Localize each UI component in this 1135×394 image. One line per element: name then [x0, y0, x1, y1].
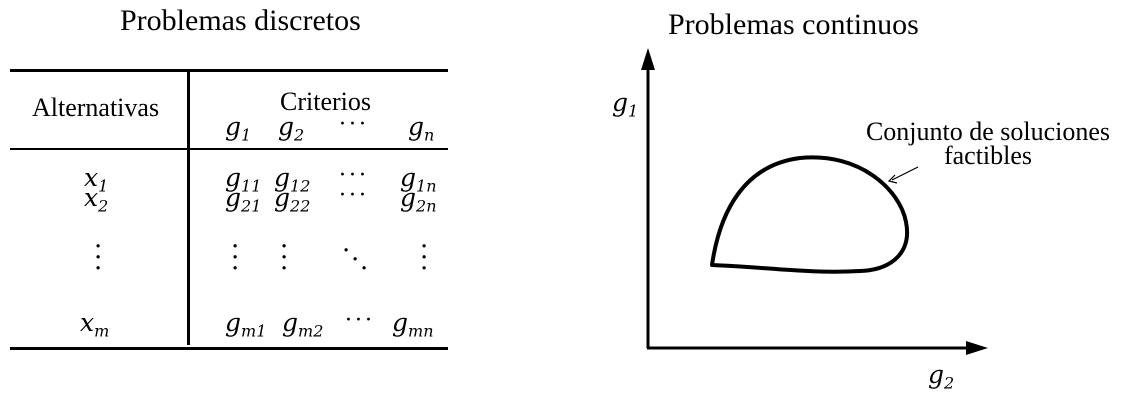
feasible-region-label: Conjunto de soluciones factibles [865, 117, 1111, 170]
cell-gm1: gm1 [225, 308, 267, 341]
cell-g2n: g2n [400, 183, 437, 216]
alternative-x2: x2 [84, 183, 109, 216]
criterion-g1: g1 [225, 112, 252, 145]
x-axis-label: g2 [928, 360, 955, 393]
rowm-ellipsis: ··· [345, 308, 375, 333]
alternative-xm: xm [80, 308, 110, 341]
x-axis [647, 341, 988, 355]
header-alternatives: Alternativas [32, 93, 160, 122]
cell-g21: g21 [225, 183, 262, 216]
cell-gm2: gm2 [282, 308, 324, 341]
column-n-vdots: ··· [420, 232, 429, 284]
row1-ellipsis: ··· [339, 163, 369, 188]
table-column-divider [187, 71, 190, 345]
criteria-ellipsis: ··· [339, 112, 369, 137]
y-axis-arrowhead [641, 48, 655, 70]
y-axis-label: g1 [612, 88, 639, 121]
column1-vdots: ··· [231, 232, 240, 284]
cell-g11: g11 [225, 163, 262, 196]
cell-gmn: gmn [392, 308, 434, 341]
cell-g22: g22 [274, 183, 311, 216]
cell-g1n: g1n [400, 163, 437, 196]
discrete-title: Problemas discretos [120, 4, 361, 37]
x-axis-arrowhead [966, 341, 988, 355]
cell-g12: g12 [274, 163, 311, 196]
alternative-x1: x1 [84, 163, 109, 196]
header-criteria: Criterios [280, 87, 371, 116]
feasible-region-curve [710, 155, 910, 274]
table-top-rule [10, 69, 448, 72]
row2-ellipsis: ··· [339, 183, 369, 208]
y-axis [641, 48, 655, 348]
table-header-rule [10, 148, 448, 150]
region-pointer-arrow [887, 166, 919, 184]
table-bottom-rule [10, 347, 448, 350]
column2-vdots: ··· [280, 232, 289, 284]
alternatives-vdots: ··· [94, 232, 103, 284]
diagonal-dots: · · · [342, 236, 369, 284]
criterion-g2: g2 [278, 112, 305, 145]
criterion-gn: gn [408, 112, 435, 145]
continuous-title: Problemas continuos [668, 8, 919, 41]
